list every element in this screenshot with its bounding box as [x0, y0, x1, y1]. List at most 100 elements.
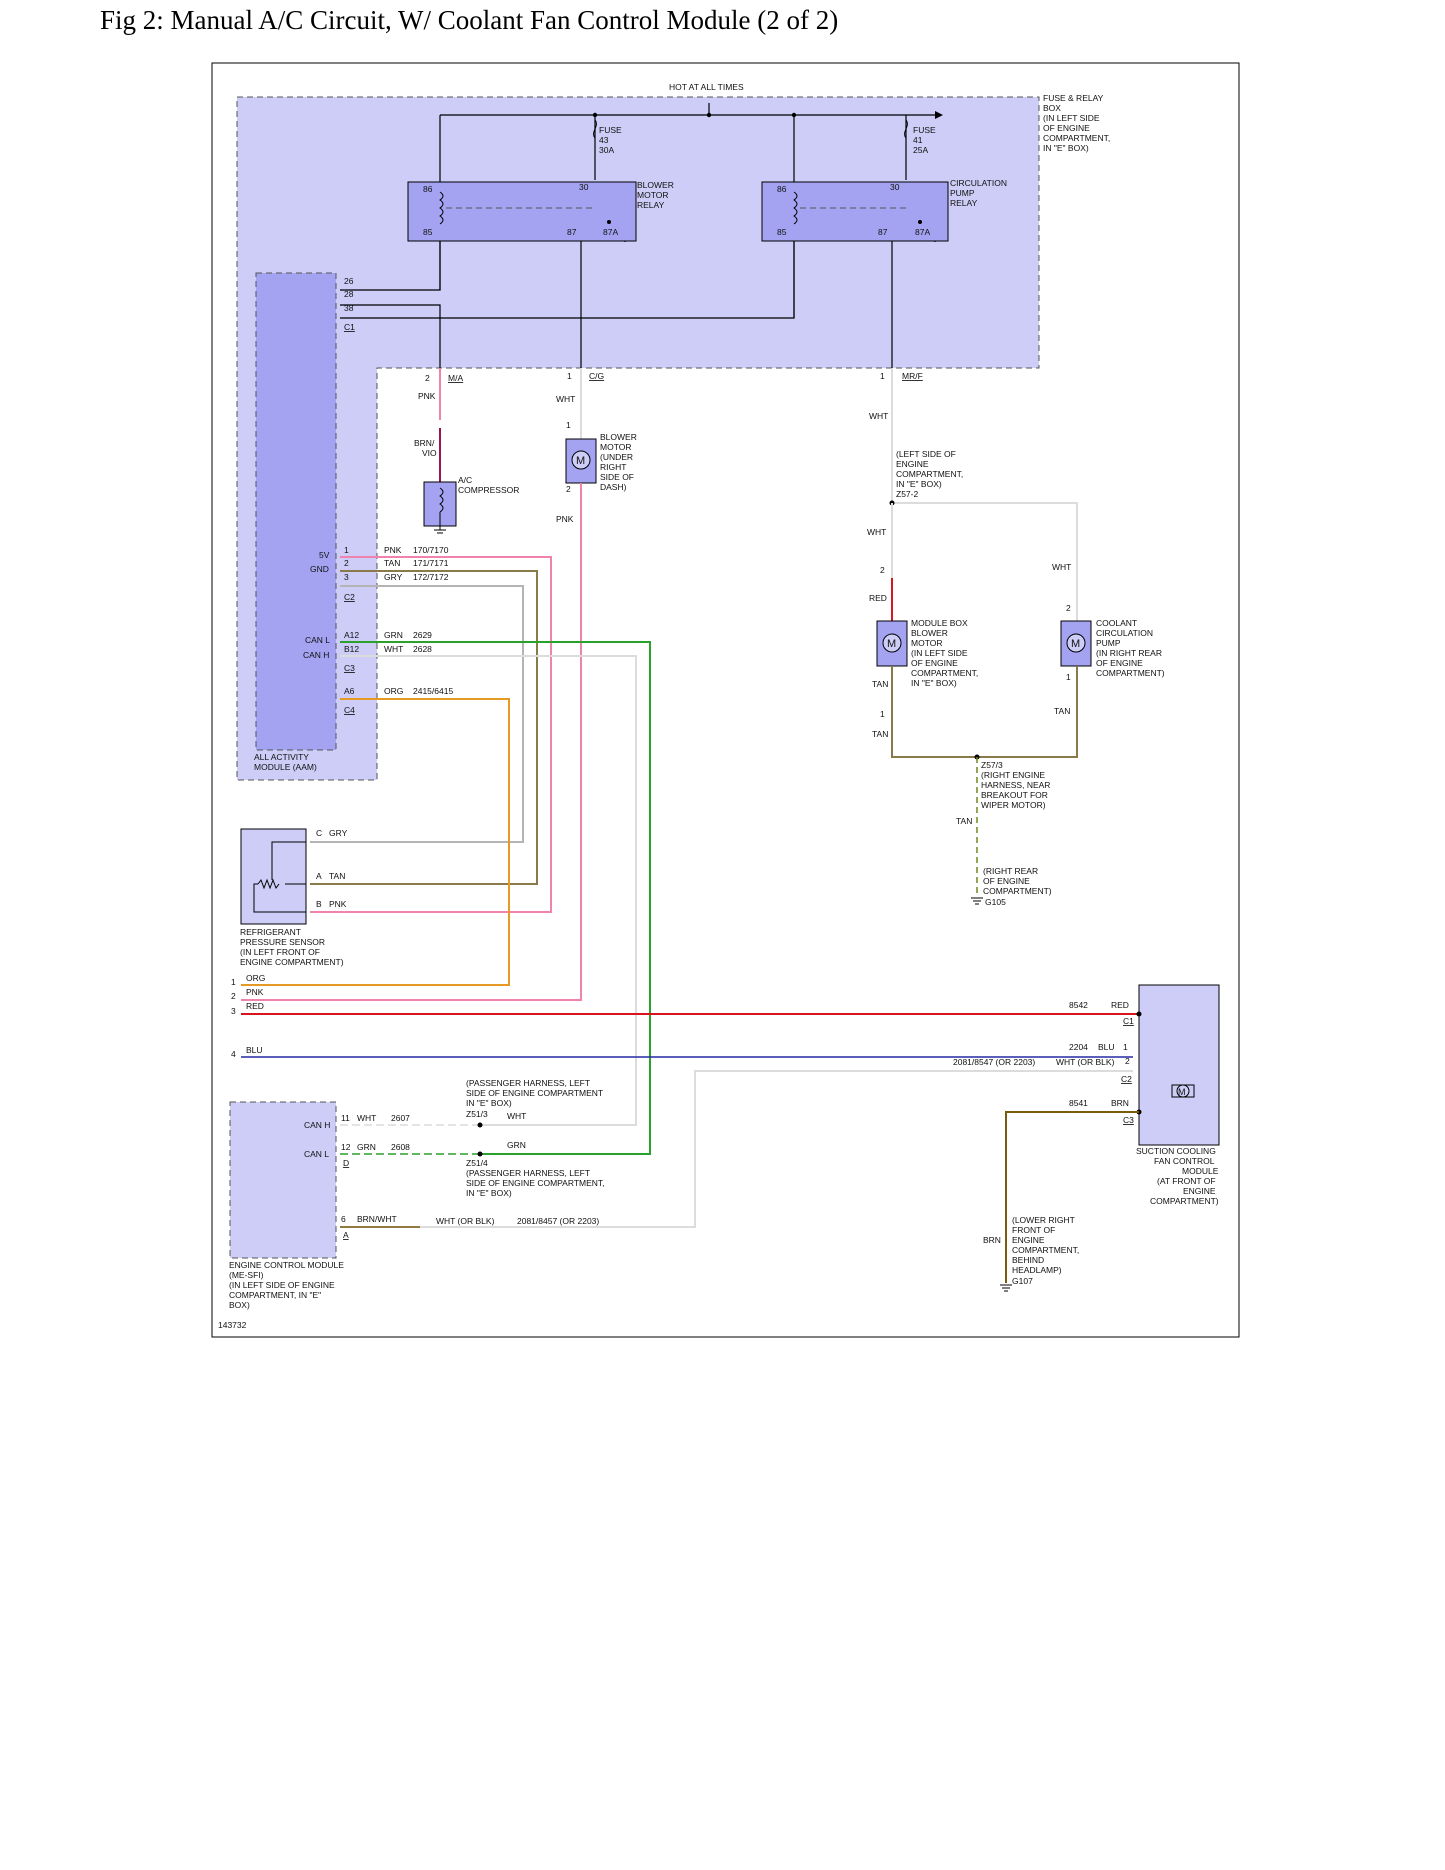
svg-text:GND: GND: [310, 564, 329, 574]
z57-3-labels: Z57/3 (RIGHT ENGINE HARNESS, NEAR BREAKO…: [956, 760, 1050, 826]
module-box-blower-labels: 2 RED MODULE BOX BLOWER MOTOR (IN LEFT S…: [869, 565, 978, 739]
svg-text:(IN LEFT SIDE OF ENGINE: (IN LEFT SIDE OF ENGINE: [229, 1280, 335, 1290]
svg-text:FUSE & RELAY: FUSE & RELAY: [1043, 93, 1104, 103]
figure-id: 143732: [218, 1320, 247, 1330]
hot-label: HOT AT ALL TIMES: [669, 82, 744, 92]
fuse-relay-box-region: [236, 96, 1040, 781]
svg-text:Z51/4: Z51/4: [466, 1158, 488, 1168]
svg-text:TAN: TAN: [956, 816, 972, 826]
svg-text:G107: G107: [1012, 1276, 1033, 1286]
svg-text:1: 1: [880, 371, 885, 381]
svg-text:BLU: BLU: [1098, 1042, 1115, 1052]
svg-text:WHT: WHT: [1052, 562, 1071, 572]
svg-text:TAN: TAN: [872, 679, 888, 689]
svg-text:3: 3: [344, 572, 349, 582]
svg-text:COMPARTMENT,: COMPARTMENT,: [1012, 1245, 1079, 1255]
circulation-pump-relay: [761, 181, 949, 242]
svg-text:D: D: [343, 1158, 349, 1168]
svg-text:MODULE: MODULE: [1182, 1166, 1219, 1176]
aam-labels: 26 28 38 C1 1 2 3 5V GND C2 PNK 170/7170…: [254, 276, 453, 772]
z51-labels: (PASSENGER HARNESS, LEFT SIDE OF ENGINE …: [466, 1078, 605, 1198]
svg-text:WHT: WHT: [556, 394, 575, 404]
svg-text:VIO: VIO: [422, 448, 437, 458]
svg-text:COMPARTMENT, IN "E": COMPARTMENT, IN "E": [229, 1290, 321, 1300]
svg-text:WHT (OR BLK): WHT (OR BLK): [1056, 1057, 1115, 1067]
svg-text:86: 86: [423, 184, 433, 194]
svg-text:GRN: GRN: [507, 1140, 526, 1150]
svg-text:C3: C3: [1123, 1115, 1134, 1125]
svg-text:ALL ACTIVITY: ALL ACTIVITY: [254, 752, 309, 762]
svg-text:ENGINE: ENGINE: [896, 459, 929, 469]
svg-text:C2: C2: [344, 592, 355, 602]
svg-text:C/G: C/G: [589, 371, 604, 381]
svg-text:COMPARTMENT): COMPARTMENT): [983, 886, 1052, 896]
svg-text:1: 1: [566, 420, 571, 430]
svg-text:(IN RIGHT REAR: (IN RIGHT REAR: [1096, 648, 1162, 658]
svg-text:GRN: GRN: [384, 630, 403, 640]
coolant-pump-symbol: M: [1071, 638, 1080, 650]
svg-text:FUSE: FUSE: [599, 125, 622, 135]
ac-compressor-labels: PNK BRN/ VIO A/C COMPRESSOR: [414, 391, 519, 495]
svg-text:C1: C1: [344, 322, 355, 332]
svg-text:1: 1: [344, 545, 349, 555]
svg-text:GRN: GRN: [357, 1142, 376, 1152]
blower-motor-labels: WHT 1 2 PNK BLOWER MOTOR (UNDER RIGHT SI…: [556, 394, 637, 524]
svg-text:(LEFT SIDE OF: (LEFT SIDE OF: [896, 449, 956, 459]
svg-text:MOTOR: MOTOR: [637, 190, 668, 200]
svg-text:A12: A12: [344, 630, 359, 640]
svg-text:C4: C4: [344, 705, 355, 715]
svg-text:HARNESS, NEAR: HARNESS, NEAR: [981, 780, 1050, 790]
svg-text:MODULE (AAM): MODULE (AAM): [254, 762, 317, 772]
svg-text:OF ENGINE: OF ENGINE: [911, 658, 958, 668]
svg-text:BOX: BOX: [1043, 103, 1061, 113]
svg-text:IN "E" BOX): IN "E" BOX): [896, 479, 942, 489]
fuse-box-connectors: 2 M/A 1 C/G 1 MR/F: [425, 371, 923, 383]
svg-text:A6: A6: [344, 686, 355, 696]
svg-text:BRN/WHT: BRN/WHT: [357, 1214, 397, 1224]
svg-text:RED: RED: [246, 1001, 264, 1011]
svg-text:Z57-2: Z57-2: [896, 489, 918, 499]
svg-text:IN "E" BOX): IN "E" BOX): [466, 1098, 512, 1108]
suction-cooling-fan-control-module: [1138, 984, 1220, 1146]
svg-text:WHT: WHT: [507, 1111, 526, 1121]
fuse-relay-box-label: FUSE & RELAY BOX (IN LEFT SIDE OF ENGINE…: [1043, 93, 1110, 153]
svg-text:IN "E" BOX): IN "E" BOX): [1043, 143, 1089, 153]
svg-text:SIDE OF: SIDE OF: [600, 472, 634, 482]
svg-text:1: 1: [231, 977, 236, 987]
svg-text:30: 30: [579, 182, 589, 192]
svg-text:WHT: WHT: [357, 1113, 376, 1123]
svg-text:30: 30: [890, 182, 900, 192]
svg-text:26: 26: [344, 276, 354, 286]
svg-text:BOX): BOX): [229, 1300, 250, 1310]
svg-text:(IN LEFT SIDE: (IN LEFT SIDE: [1043, 113, 1100, 123]
svg-text:C1: C1: [1123, 1016, 1134, 1026]
svg-text:2: 2: [344, 558, 349, 568]
svg-text:PUMP: PUMP: [950, 188, 975, 198]
svg-text:GRY: GRY: [329, 828, 348, 838]
svg-text:OF ENGINE: OF ENGINE: [1096, 658, 1143, 668]
svg-text:(RIGHT ENGINE: (RIGHT ENGINE: [981, 770, 1045, 780]
svg-text:8542: 8542: [1069, 1000, 1088, 1010]
svg-text:4: 4: [231, 1049, 236, 1059]
svg-text:1: 1: [880, 709, 885, 719]
svg-text:(PASSENGER HARNESS, LEFT: (PASSENGER HARNESS, LEFT: [466, 1078, 590, 1088]
svg-text:HEADLAMP): HEADLAMP): [1012, 1265, 1062, 1275]
svg-text:RELAY: RELAY: [637, 200, 665, 210]
blower-motor-relay: [407, 181, 637, 242]
svg-text:RED: RED: [1111, 1000, 1129, 1010]
svg-text:B: B: [316, 899, 322, 909]
svg-text:85: 85: [423, 227, 433, 237]
svg-text:11: 11: [341, 1113, 350, 1123]
svg-text:3: 3: [231, 1006, 236, 1016]
svg-text:M/A: M/A: [448, 373, 463, 383]
svg-text:RED: RED: [869, 593, 887, 603]
engine-control-module: [229, 1101, 337, 1259]
svg-text:COMPARTMENT,: COMPARTMENT,: [896, 469, 963, 479]
svg-text:1: 1: [1123, 1042, 1128, 1052]
svg-text:RIGHT: RIGHT: [600, 462, 626, 472]
svg-text:A/C: A/C: [458, 475, 472, 485]
svg-text:A: A: [343, 1230, 349, 1240]
svg-text:171/7171: 171/7171: [413, 558, 449, 568]
svg-text:COMPARTMENT): COMPARTMENT): [1096, 668, 1165, 678]
svg-text:BRN: BRN: [1111, 1098, 1129, 1108]
